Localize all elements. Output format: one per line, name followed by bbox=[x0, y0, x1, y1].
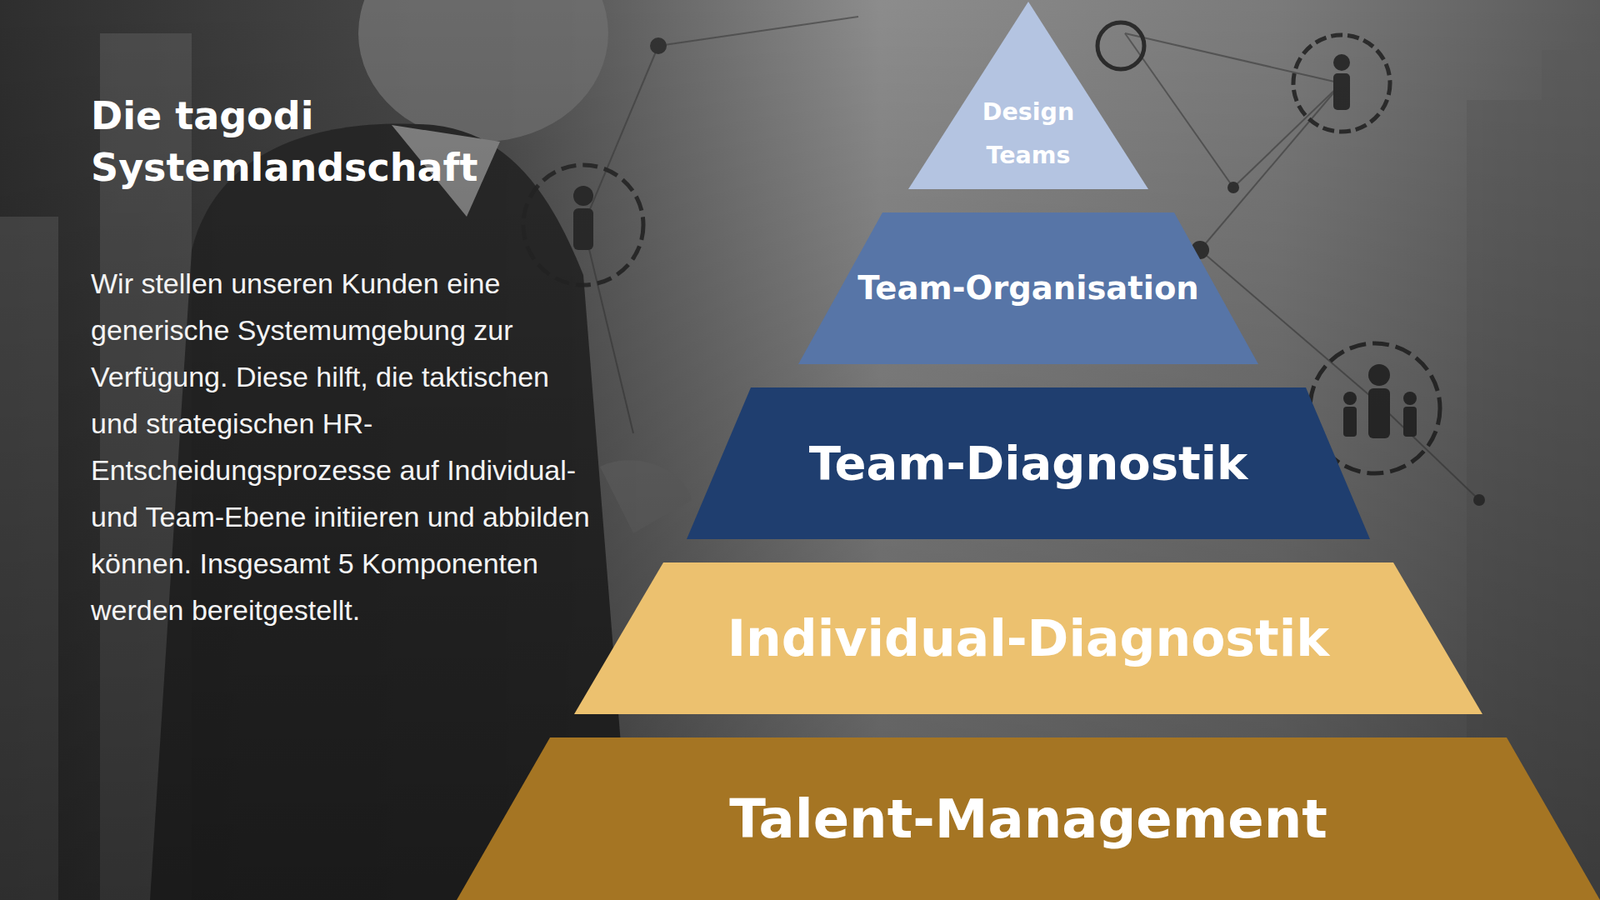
band-label: Design Teams bbox=[945, 90, 1112, 178]
band-label: Talent-Management bbox=[729, 788, 1328, 850]
description-text: Wir stellen unseren Kunden eine generisc… bbox=[90, 260, 591, 634]
pyramid-base: Talent-Management bbox=[456, 737, 1600, 900]
band-label: Team-Diagnostik bbox=[809, 435, 1249, 491]
band-label: Team-Organisation bbox=[857, 267, 1200, 310]
pyramid-band: Team-Organisation bbox=[798, 212, 1259, 365]
slide-title: Die tagodi Systemlandschaft bbox=[90, 90, 625, 194]
band-label: Individual-Diagnostik bbox=[727, 609, 1330, 668]
pyramid-tip: Design Teams bbox=[908, 1, 1149, 190]
pyramid-band: Individual-Diagnostik bbox=[574, 562, 1483, 715]
pyramid-band: Team-Diagnostik bbox=[686, 387, 1370, 540]
